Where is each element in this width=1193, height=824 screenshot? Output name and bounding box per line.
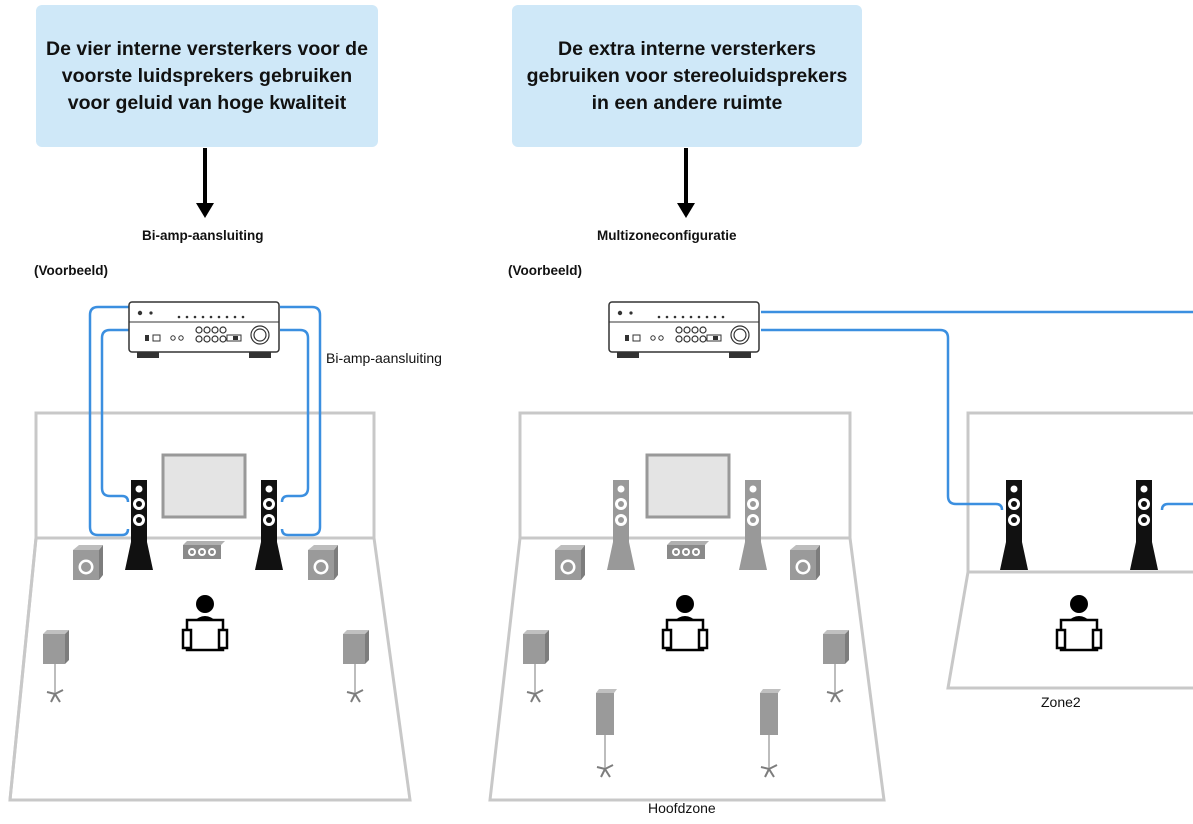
bi-amp-cables <box>88 305 322 537</box>
right-callout-text: De extra interne versterkers gebruiken v… <box>526 37 848 114</box>
main-zone-center-speaker <box>667 541 709 559</box>
left-callout: De vier interne versterkers voor de voor… <box>36 5 378 147</box>
right-callout: De extra interne versterkers gebruiken v… <box>512 5 862 147</box>
zone2-left-speaker <box>1000 480 1028 570</box>
bi-amp-connection-label: Bi-amp-aansluiting <box>326 350 442 366</box>
main-zone-back-right-speaker <box>759 688 782 778</box>
left-front-right-speaker <box>255 480 283 570</box>
main-zone-tv <box>645 453 731 519</box>
main-zone-subwoofer-right <box>790 545 820 580</box>
left-room-floor <box>12 536 408 798</box>
zone2-right-speaker <box>1130 480 1158 570</box>
main-zone-room <box>488 411 886 802</box>
right-av-receiver <box>608 301 760 359</box>
zone2-label: Zone2 <box>1041 694 1081 710</box>
zone2-listener-icon <box>1055 593 1103 652</box>
left-example-label: (Voorbeeld) <box>34 263 108 278</box>
left-result-label: Bi-amp-aansluiting <box>142 228 264 243</box>
left-down-arrow <box>196 148 214 218</box>
main-zone-subwoofer-left <box>555 545 585 580</box>
left-callout-text: De vier interne versterkers voor de voor… <box>46 37 368 114</box>
main-zone-front-left-speaker <box>607 480 635 570</box>
right-down-arrow <box>677 148 695 218</box>
left-subwoofer-left <box>73 545 103 580</box>
zone2-cables <box>761 310 1193 511</box>
left-tv <box>161 453 247 519</box>
main-zone-surround-left-speaker <box>522 629 550 703</box>
main-zone-label: Hoofdzone <box>648 800 716 816</box>
main-zone-front-right-speaker <box>739 480 767 570</box>
main-zone-back-left-speaker <box>595 688 618 778</box>
right-result-label: Multizoneconfiguratie <box>597 228 737 243</box>
left-subwoofer-right <box>308 545 338 580</box>
left-av-receiver <box>128 301 280 359</box>
right-example-label: (Voorbeeld) <box>508 263 582 278</box>
left-center-speaker <box>183 541 225 559</box>
main-zone-listener-icon <box>661 593 709 652</box>
main-zone-surround-right-speaker <box>822 629 850 703</box>
left-front-left-speaker <box>125 480 153 570</box>
zone2-room <box>946 411 1193 690</box>
